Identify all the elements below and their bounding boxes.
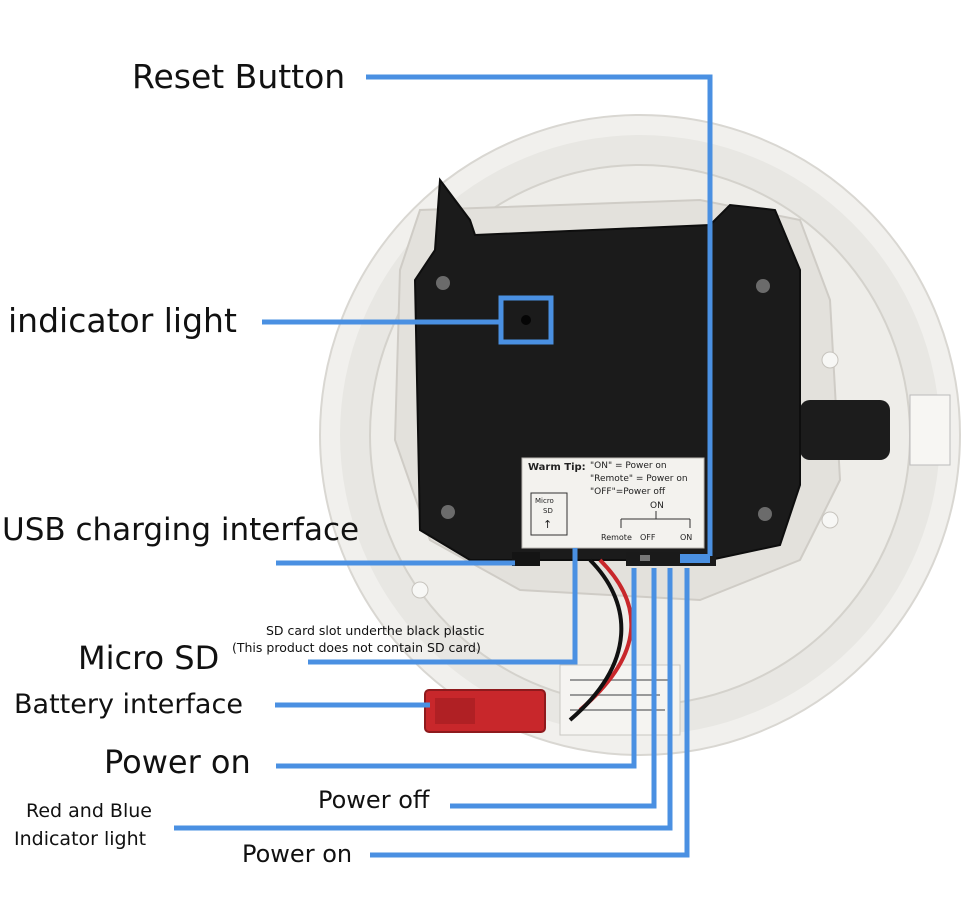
tip-title: Warm Tip:	[528, 462, 586, 473]
battery-cable	[424, 558, 634, 733]
ports	[512, 552, 716, 566]
tip-on: ON	[680, 533, 692, 542]
sd-note-line-1: SD card slot underthe black plastic	[266, 623, 485, 638]
callout-power-on-1	[276, 568, 637, 769]
usb-charging-label: USB charging interface	[2, 512, 360, 548]
tip-micro: Micro	[535, 497, 554, 505]
power-on-label-1: Power on	[104, 743, 251, 781]
micro-sd-label: Micro SD	[78, 639, 220, 677]
tip-on-top: ON	[650, 501, 664, 511]
reset-button-label: Reset Button	[132, 57, 346, 96]
callout-power-on-2	[370, 568, 690, 858]
warm-tip-sticker: Warm Tip: "ON" = Power on "Remote" = Pow…	[521, 457, 705, 549]
red-blue-label-line-1: Red and Blue	[26, 800, 152, 822]
tip-line-1: "ON" = Power on	[590, 461, 667, 471]
tip-remote: Remote	[601, 533, 632, 542]
tip-line-2: "Remote" = Power on	[590, 474, 688, 484]
sd-note-line-2: (This product does not contain SD card)	[232, 640, 481, 655]
tip-line-3: "OFF"=Power off	[590, 487, 666, 497]
callout-lines	[174, 74, 713, 858]
callout-red-blue	[174, 568, 673, 831]
callout-power-off	[450, 568, 657, 809]
power-off-label: Power off	[318, 786, 430, 814]
arrow-up-icon: ↑	[543, 518, 552, 531]
tip-off: OFF	[640, 533, 656, 542]
power-on-label-2: Power on	[242, 840, 353, 868]
red-blue-label-line-2: Indicator light	[14, 828, 147, 850]
callout-reset	[366, 74, 713, 556]
indicator-light-label: indicator light	[8, 301, 237, 340]
callout-microsd	[308, 548, 578, 665]
tip-sd: SD	[543, 507, 553, 515]
indicator-highlight-box	[498, 295, 554, 345]
battery-interface-label: Battery interface	[14, 689, 243, 720]
